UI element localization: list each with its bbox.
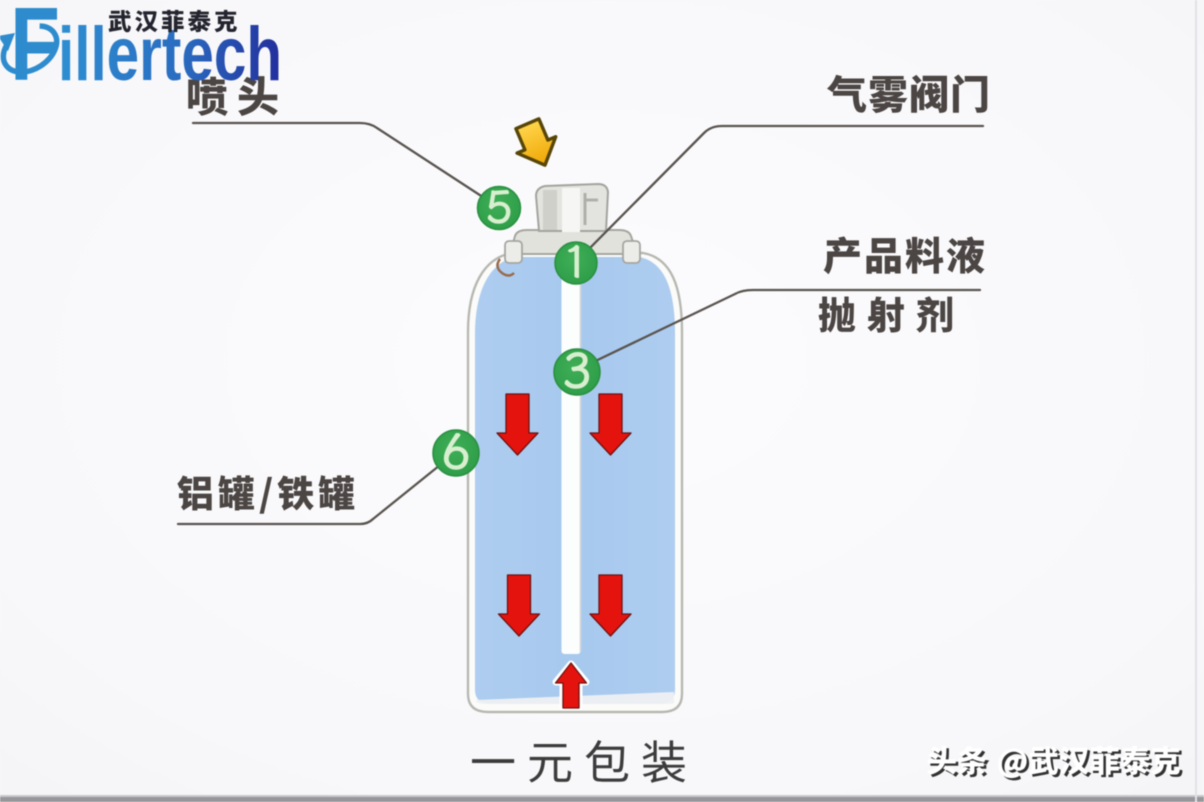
svg-text:F: F <box>10 0 60 103</box>
